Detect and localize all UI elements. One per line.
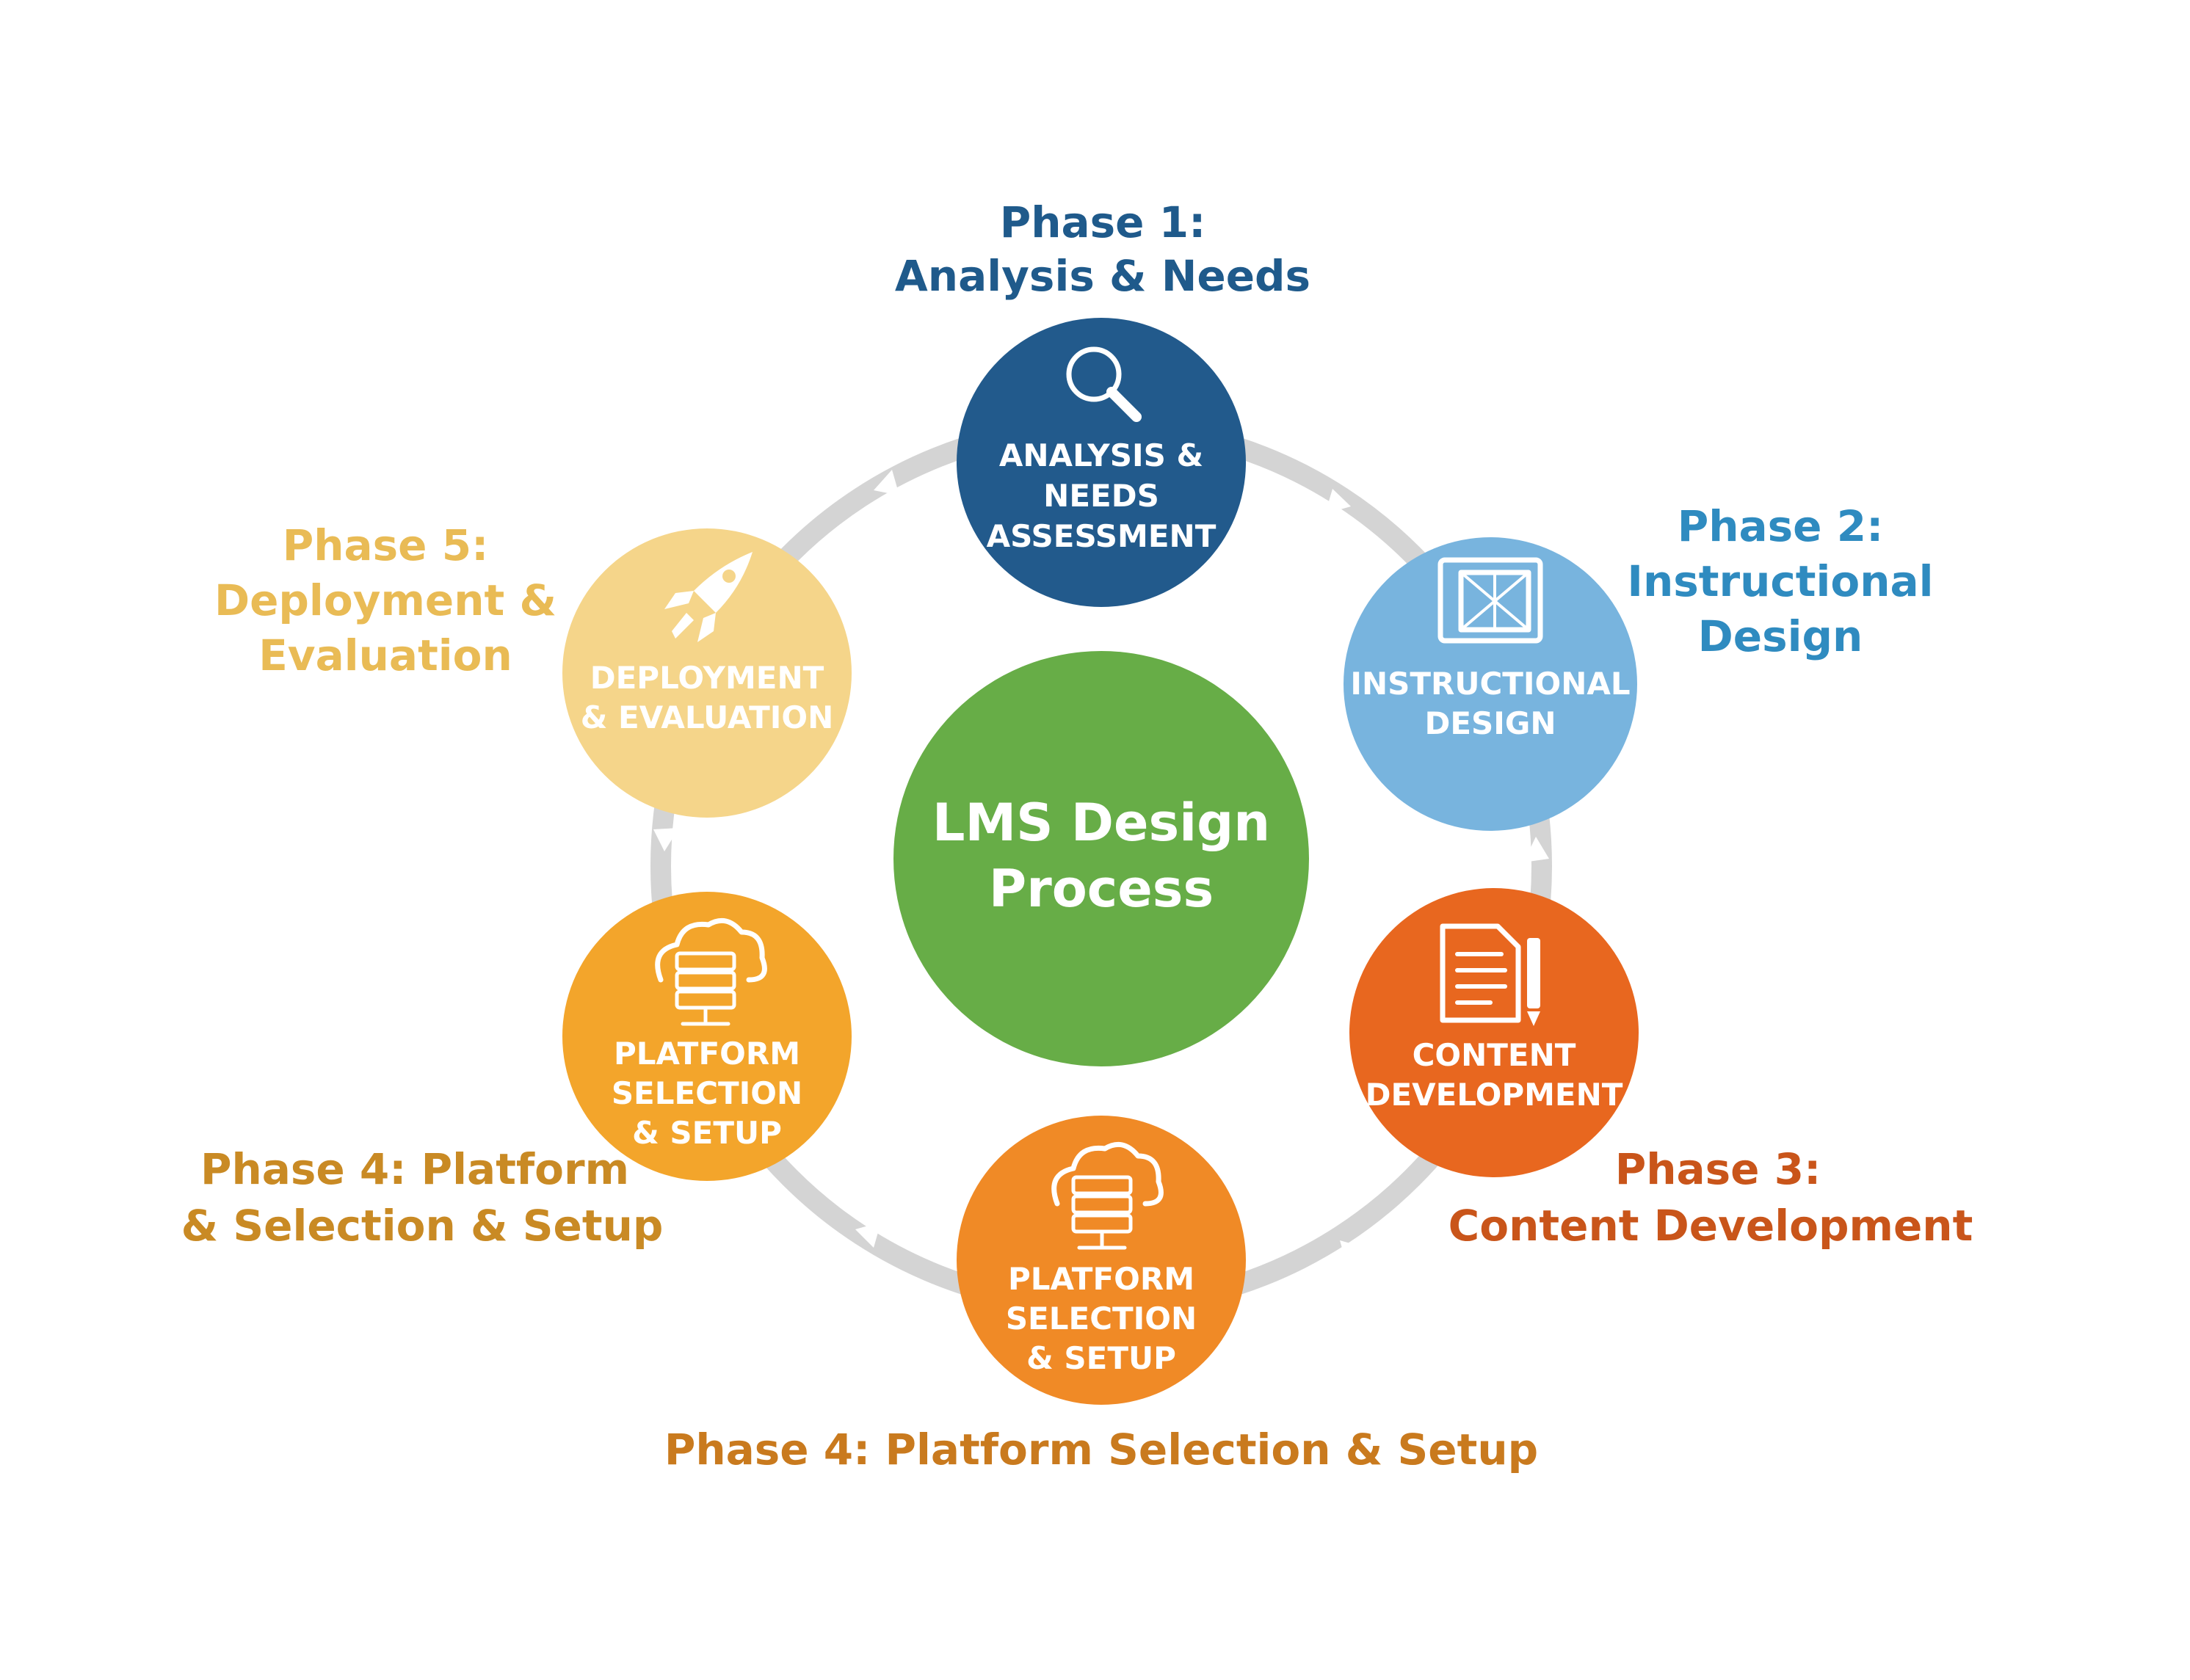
phase-1-label-line-1: Phase 1: bbox=[1000, 197, 1206, 247]
phase-4-left-node-line-2: SELECTION bbox=[612, 1075, 802, 1111]
phase-4-left-label-line-1: Phase 4: Platform bbox=[200, 1144, 629, 1194]
phase-5-node-line-2: & EVALUATION bbox=[581, 699, 834, 735]
center-title-line-1: LMS Design bbox=[932, 793, 1270, 853]
phase-2-circle bbox=[1344, 537, 1637, 831]
magnifier-icon bbox=[1066, 346, 1142, 422]
phase-4-left-circle bbox=[562, 892, 852, 1181]
phase-4-left-label: Phase 4: Platform & Selection & Setup bbox=[181, 1144, 664, 1251]
center-title-line-2: Process bbox=[989, 859, 1214, 919]
phase-2-label-line-3: Design bbox=[1698, 611, 1863, 661]
phase-3-node: CONTENT DEVELOPMENT bbox=[1349, 888, 1639, 1177]
phase-4-left-label-line-2: & Selection & Setup bbox=[181, 1201, 664, 1251]
phase-1-label: Phase 1: Analysis & Needs bbox=[895, 197, 1310, 301]
phase-5-circle bbox=[562, 528, 852, 818]
phase-5-label-line-1: Phase 5: bbox=[283, 520, 489, 570]
phase-1-node-line-1: ANALYSIS & bbox=[999, 437, 1203, 473]
ring-arrow-2 bbox=[1523, 837, 1549, 862]
phase-5-label-line-2: Deployment & bbox=[214, 575, 556, 625]
phase-4-bottom-node-line-3: & SETUP bbox=[1026, 1340, 1176, 1376]
phase-1-node-line-2: NEEDS bbox=[1043, 478, 1159, 514]
ring-arrow-6 bbox=[874, 470, 899, 495]
ring-arrows bbox=[653, 470, 1549, 1266]
cloud-server-icon bbox=[655, 917, 767, 1026]
document-pen-icon bbox=[1440, 923, 1540, 1026]
center-circle bbox=[893, 651, 1309, 1066]
ring-arrow-4 bbox=[855, 1222, 881, 1248]
phase-2-label-line-2: Instructional bbox=[1627, 556, 1933, 606]
cloud-server-icon bbox=[1051, 1141, 1164, 1250]
phase-4-left-node-line-1: PLATFORM bbox=[614, 1036, 800, 1072]
phase-5-node: DEPLOYMENT & EVALUATION bbox=[562, 528, 852, 818]
phase-5-label-line-3: Evaluation bbox=[258, 630, 512, 680]
rocket-icon bbox=[664, 552, 753, 642]
phase-5-label: Phase 5: Deployment & Evaluation bbox=[214, 520, 556, 680]
phase-1-node: ANALYSIS & NEEDS ASSESSMENT bbox=[957, 318, 1246, 607]
center-node: LMS Design Process bbox=[893, 651, 1309, 1066]
ring-arrow-3 bbox=[1340, 1240, 1366, 1266]
phase-5-node-line-1: DEPLOYMENT bbox=[590, 660, 824, 696]
phase-1-node-line-3: ASSESSMENT bbox=[987, 518, 1217, 554]
phase-4-left-node: PLATFORM SELECTION & SETUP bbox=[562, 892, 852, 1181]
ring-arrow-1 bbox=[1325, 489, 1351, 514]
phase-4-bottom-label-line: Phase 4: Platform Selection & Setup bbox=[664, 1425, 1538, 1474]
phase-4-bottom-node-line-2: SELECTION bbox=[1006, 1301, 1197, 1337]
phase-4-bottom-node: PLATFORM SELECTION & SETUP bbox=[957, 1116, 1246, 1405]
phase-2-label-line-1: Phase 2: bbox=[1678, 501, 1884, 551]
blueprint-icon bbox=[1437, 557, 1543, 644]
phase-3-node-line-2: DEVELOPMENT bbox=[1366, 1077, 1623, 1113]
phase-3-label-line-2: Content Development bbox=[1448, 1201, 1973, 1251]
phase-3-circle bbox=[1349, 888, 1639, 1177]
phase-4-bottom-node-line-1: PLATFORM bbox=[1008, 1261, 1194, 1297]
phase-4-bottom-label: Phase 4: Platform Selection & Setup bbox=[664, 1425, 1538, 1474]
phase-2-node: INSTRUCTIONAL DESIGN bbox=[1344, 537, 1637, 831]
phase-4-bottom-circle bbox=[957, 1116, 1246, 1405]
phase-1-circle bbox=[957, 318, 1246, 607]
phase-2-node-line-2: DESIGN bbox=[1424, 705, 1556, 741]
ring-arrow-5 bbox=[653, 828, 679, 851]
phase-2-node-line-1: INSTRUCTIONAL bbox=[1350, 666, 1630, 702]
phase-3-node-line-1: CONTENT bbox=[1413, 1037, 1576, 1073]
phase-2-label: Phase 2: Instructional Design bbox=[1627, 501, 1933, 661]
phase-3-label-line-1: Phase 3: bbox=[1615, 1144, 1821, 1194]
phase-1-label-line-2: Analysis & Needs bbox=[895, 251, 1310, 301]
phase-3-label: Phase 3: Content Development bbox=[1448, 1144, 1973, 1251]
phase-4-left-node-line-3: & SETUP bbox=[632, 1115, 782, 1151]
